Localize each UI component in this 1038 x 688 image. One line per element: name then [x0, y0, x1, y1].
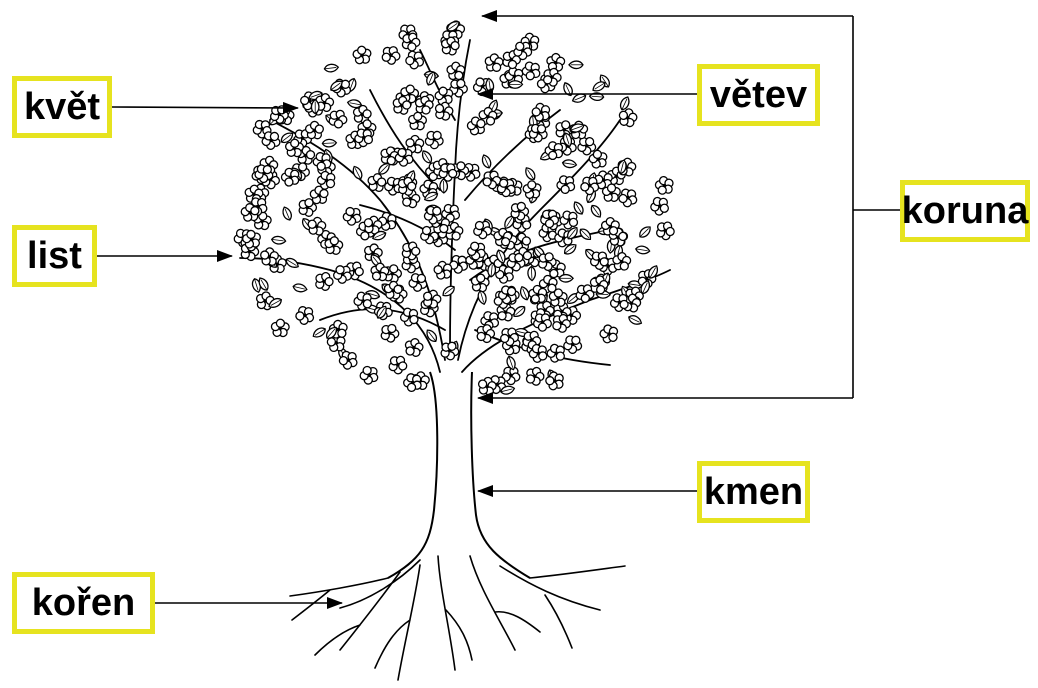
blossom-mark	[403, 48, 427, 71]
blossom-mark	[420, 149, 434, 165]
blossom-mark	[562, 333, 584, 355]
blossom-mark	[477, 290, 488, 306]
blossom-mark	[521, 178, 544, 201]
tree-blossoms	[234, 18, 676, 396]
blossom-mark	[365, 172, 388, 195]
root-line	[500, 566, 600, 648]
blossom-mark	[598, 323, 621, 346]
blossom-mark	[627, 314, 643, 327]
blossom-mark	[654, 176, 673, 196]
blossom-mark	[562, 159, 577, 169]
label-vetev: větev	[697, 64, 820, 126]
blossom-mark	[544, 370, 565, 391]
blossom-mark	[424, 328, 438, 344]
blossom-mark	[260, 247, 279, 265]
blossom-mark	[523, 166, 537, 182]
blossom-mark	[271, 236, 286, 245]
blossom-mark	[311, 100, 319, 114]
blossom-mark	[635, 245, 650, 255]
blossom-mark	[407, 271, 430, 294]
label-kvet: květ	[12, 76, 112, 138]
blossom-mark	[637, 224, 652, 239]
blossom-mark	[403, 373, 421, 392]
blossom-mark	[433, 100, 454, 121]
label-list: list	[12, 225, 97, 287]
label-kmen: kmen	[697, 461, 810, 523]
blossom-mark	[351, 44, 374, 67]
blossom-mark	[357, 362, 382, 387]
label-koruna-text: koruna	[902, 190, 1029, 233]
blossom-mark	[284, 256, 300, 270]
blossom-mark	[589, 203, 603, 219]
blossom-mark	[351, 165, 364, 181]
blossom-mark	[378, 43, 403, 68]
blossom-mark	[313, 271, 335, 292]
blossom-mark	[388, 356, 407, 374]
label-koren-text: kořen	[32, 582, 135, 625]
blossom-mark	[569, 61, 583, 69]
blossom-mark	[650, 197, 670, 216]
label-list-text: list	[27, 235, 82, 278]
blossom-mark	[281, 206, 293, 222]
blossom-mark	[617, 107, 638, 127]
blossom-mark	[402, 335, 426, 359]
label-kmen-text: kmen	[704, 471, 803, 514]
blossom-mark	[270, 317, 291, 339]
blossom-mark	[441, 284, 457, 299]
kvet-connector	[112, 107, 298, 108]
blossom-mark	[655, 221, 675, 240]
root-line	[340, 560, 420, 608]
blossom-mark	[481, 51, 506, 75]
root-line	[290, 578, 388, 620]
blossom-mark	[322, 139, 336, 147]
blossom-mark	[480, 154, 492, 170]
blossom-mark	[292, 283, 307, 293]
label-koren: kořen	[12, 572, 155, 634]
blossom-mark	[324, 63, 339, 72]
label-kvet-text: květ	[24, 86, 100, 129]
blossom-mark	[471, 217, 495, 241]
blossom-mark	[508, 81, 522, 89]
blossom-mark	[528, 266, 536, 280]
label-vetev-text: větev	[710, 74, 807, 117]
blossom-mark	[381, 323, 400, 343]
root-line	[530, 566, 625, 578]
blossom-mark	[281, 168, 299, 186]
blossom-mark	[399, 307, 420, 328]
blossom-mark	[293, 303, 316, 326]
tree-illustration	[234, 18, 676, 680]
root-line	[438, 556, 472, 670]
blossom-mark	[559, 275, 573, 283]
root-line	[470, 556, 540, 650]
blossom-mark	[522, 364, 546, 389]
label-koruna: koruna	[900, 180, 1030, 242]
blossom-mark	[522, 61, 541, 80]
blossom-mark	[424, 129, 446, 151]
tree-trunk	[388, 372, 530, 578]
tree-roots	[290, 556, 625, 680]
root-line	[375, 565, 420, 680]
blossom-mark	[311, 326, 327, 340]
